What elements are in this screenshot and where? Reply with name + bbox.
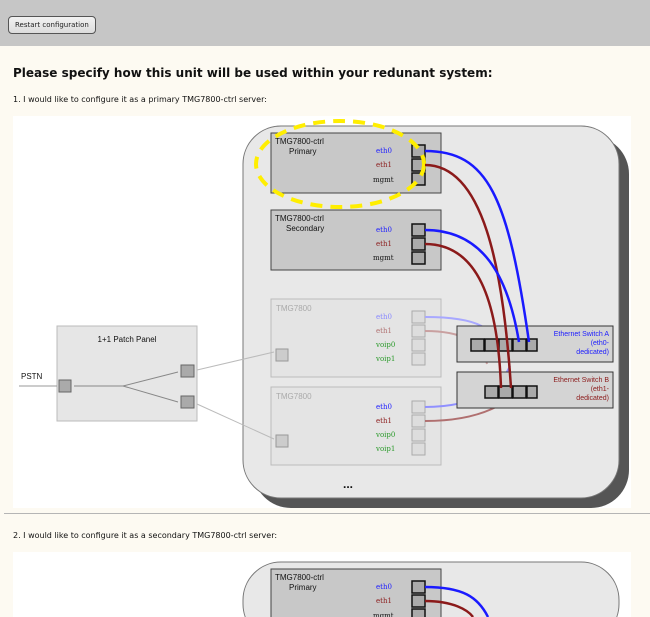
primary-port-eth1: eth1 bbox=[376, 161, 392, 169]
secondary-ctrl-title: TMG7800-ctrl bbox=[275, 214, 324, 223]
secondary-port-mgmt: mgmt bbox=[373, 254, 394, 262]
primary-port-eth0: eth0 bbox=[376, 147, 392, 155]
diagram-text: eth0 bbox=[376, 583, 392, 591]
more-nodes-ellipsis: ... bbox=[343, 477, 353, 491]
diagram-text: eth1 bbox=[376, 327, 392, 335]
diagram-text: eth1 bbox=[376, 597, 392, 605]
diagram-text: Ethernet Switch B bbox=[553, 377, 609, 384]
secondary-option-diagram[interactable]: TMG7800-ctrl Primary eth0 eth1 mgmt bbox=[13, 552, 631, 617]
secondary-port-eth1: eth1 bbox=[376, 240, 392, 248]
node2-title: TMG7800 bbox=[276, 392, 312, 401]
pstn-label: PSTN bbox=[21, 372, 43, 381]
secondary-ctrl-box: TMG7800-ctrl Secondary eth0 eth1 mgmt bbox=[270, 209, 442, 271]
primary-ctrl-role: Primary bbox=[289, 147, 317, 156]
diagram-text: TMG7800-ctrl bbox=[275, 573, 324, 582]
primary-highlight-ellipse bbox=[254, 119, 426, 209]
diagram-text: (eth0- bbox=[591, 340, 610, 347]
diagram-text: voip1 bbox=[375, 445, 395, 453]
page-heading: Please specify how this unit will be use… bbox=[13, 66, 493, 80]
ethernet-switch-a: Ethernet Switch A (eth0- dedicated) bbox=[456, 325, 614, 363]
node1-title: TMG7800 bbox=[276, 304, 312, 313]
primary-option-diagram[interactable]: TMG7800-ctrl Primary eth0 eth1 mgmt TMG7… bbox=[13, 116, 631, 508]
primary-ctrl-box: TMG7800-ctrl Primary eth0 eth1 mgmt bbox=[270, 132, 442, 194]
tmg7800-node-2: TMG7800 eth0 eth1 voip0 voip1 bbox=[270, 386, 442, 466]
diagram-text: voip1 bbox=[375, 355, 395, 363]
diagram-text: voip0 bbox=[375, 341, 395, 349]
diagram-text: Primary bbox=[289, 583, 317, 592]
primary-port-mgmt: mgmt bbox=[373, 176, 394, 184]
diagram-text: dedicated) bbox=[576, 395, 609, 402]
primary-ctrl-title: TMG7800-ctrl bbox=[275, 137, 324, 146]
tmg7800-node-1: TMG7800 eth0 eth1 voip0 voip1 bbox=[270, 298, 442, 378]
top-toolbar: Restart configuration bbox=[0, 0, 650, 46]
diagram-text: mgmt bbox=[373, 612, 394, 617]
option-1-label[interactable]: 1. I would like to configure it as a pri… bbox=[13, 95, 267, 104]
diagram-text: dedicated) bbox=[576, 349, 609, 356]
diagram-text: (eth1- bbox=[591, 386, 610, 393]
diagram-text: voip0 bbox=[375, 431, 395, 439]
diagram-text: eth0 bbox=[376, 313, 392, 321]
option2-ctrl-box: TMG7800-ctrl Primary eth0 eth1 mgmt bbox=[270, 568, 442, 617]
option-2-label[interactable]: 2. I would like to configure it as a sec… bbox=[13, 531, 278, 540]
patch-panel-label: 1+1 Patch Panel bbox=[98, 335, 157, 344]
ethernet-switch-b: Ethernet Switch B (eth1- dedicated) bbox=[456, 371, 614, 409]
secondary-ctrl-role: Secondary bbox=[286, 224, 324, 233]
ctrl-cables bbox=[424, 149, 531, 389]
restart-configuration-button[interactable]: Restart configuration bbox=[8, 16, 96, 34]
diagram-text: eth1 bbox=[376, 417, 392, 425]
patch-panel: 1+1 Patch Panel bbox=[56, 325, 198, 422]
diagram-text: eth0 bbox=[376, 403, 392, 411]
secondary-port-eth0: eth0 bbox=[376, 226, 392, 234]
diagram-text: Ethernet Switch A bbox=[554, 331, 610, 338]
options-separator bbox=[4, 513, 650, 514]
